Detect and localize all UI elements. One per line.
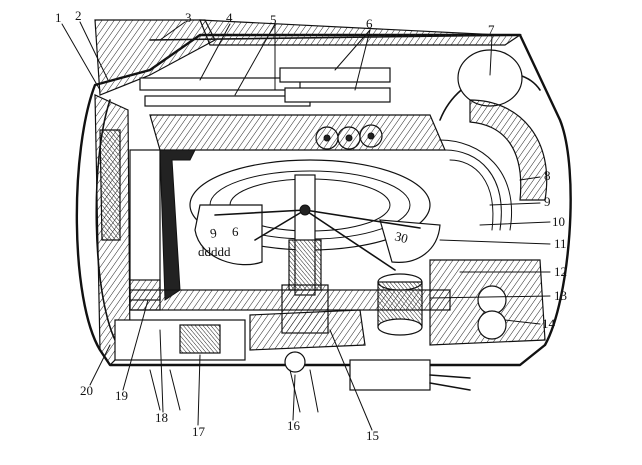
callout-17: 17 — [192, 424, 206, 439]
leader-lines — [61, 21, 551, 431]
callout-10: 10 — [552, 214, 565, 229]
outer-housing — [75, 19, 572, 367]
callout-4: 4 — [226, 10, 233, 25]
callout-12: 12 — [554, 264, 567, 279]
callout-16: 16 — [287, 418, 301, 433]
callout-labels: 1 2 3 4 5 6 7 8 9 10 11 12 13 14 15 16 1… — [55, 8, 567, 443]
callout-8: 8 — [544, 168, 551, 183]
callout-1: 1 — [55, 10, 62, 25]
callout-15: 15 — [366, 428, 379, 443]
callout-19: 19 — [115, 388, 128, 403]
callout-13: 13 — [554, 288, 567, 303]
callout-2: 2 — [75, 8, 82, 23]
callout-11: 11 — [554, 236, 567, 251]
lower-assembly — [114, 309, 471, 413]
right-spiral-assembly — [429, 49, 548, 346]
callout-7: 7 — [488, 22, 495, 37]
drum-digit-c: 30 — [393, 228, 409, 246]
callout-14: 14 — [542, 316, 556, 331]
drum-scale-text: ddddd — [198, 244, 231, 259]
callout-18: 18 — [155, 410, 168, 425]
callout-6: 6 — [366, 16, 373, 31]
callout-20: 20 — [80, 383, 93, 398]
left-linkage — [129, 149, 196, 311]
callout-3: 3 — [185, 10, 192, 25]
base-plate — [129, 289, 451, 311]
top-rods — [139, 67, 446, 151]
coil — [377, 273, 423, 336]
callout-9: 9 — [544, 194, 551, 209]
drum-digit-b: 6 — [232, 224, 239, 239]
callout-5: 5 — [270, 12, 277, 27]
drum-digit-a: 9 — [209, 225, 218, 241]
